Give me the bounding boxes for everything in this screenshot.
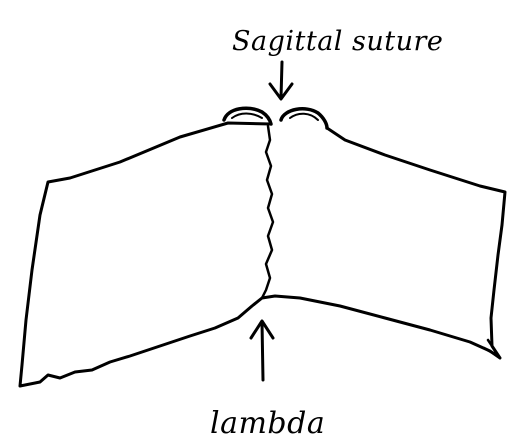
sagittal-suture-line bbox=[262, 126, 273, 298]
corner-mark bbox=[484, 340, 498, 356]
lambda-label: lambda bbox=[210, 406, 325, 441]
parietal-bumps bbox=[224, 108, 327, 128]
bottom-arrow bbox=[251, 321, 273, 380]
top-arrow bbox=[270, 62, 292, 99]
sagittal-suture-label: Sagittal suture bbox=[232, 26, 443, 57]
